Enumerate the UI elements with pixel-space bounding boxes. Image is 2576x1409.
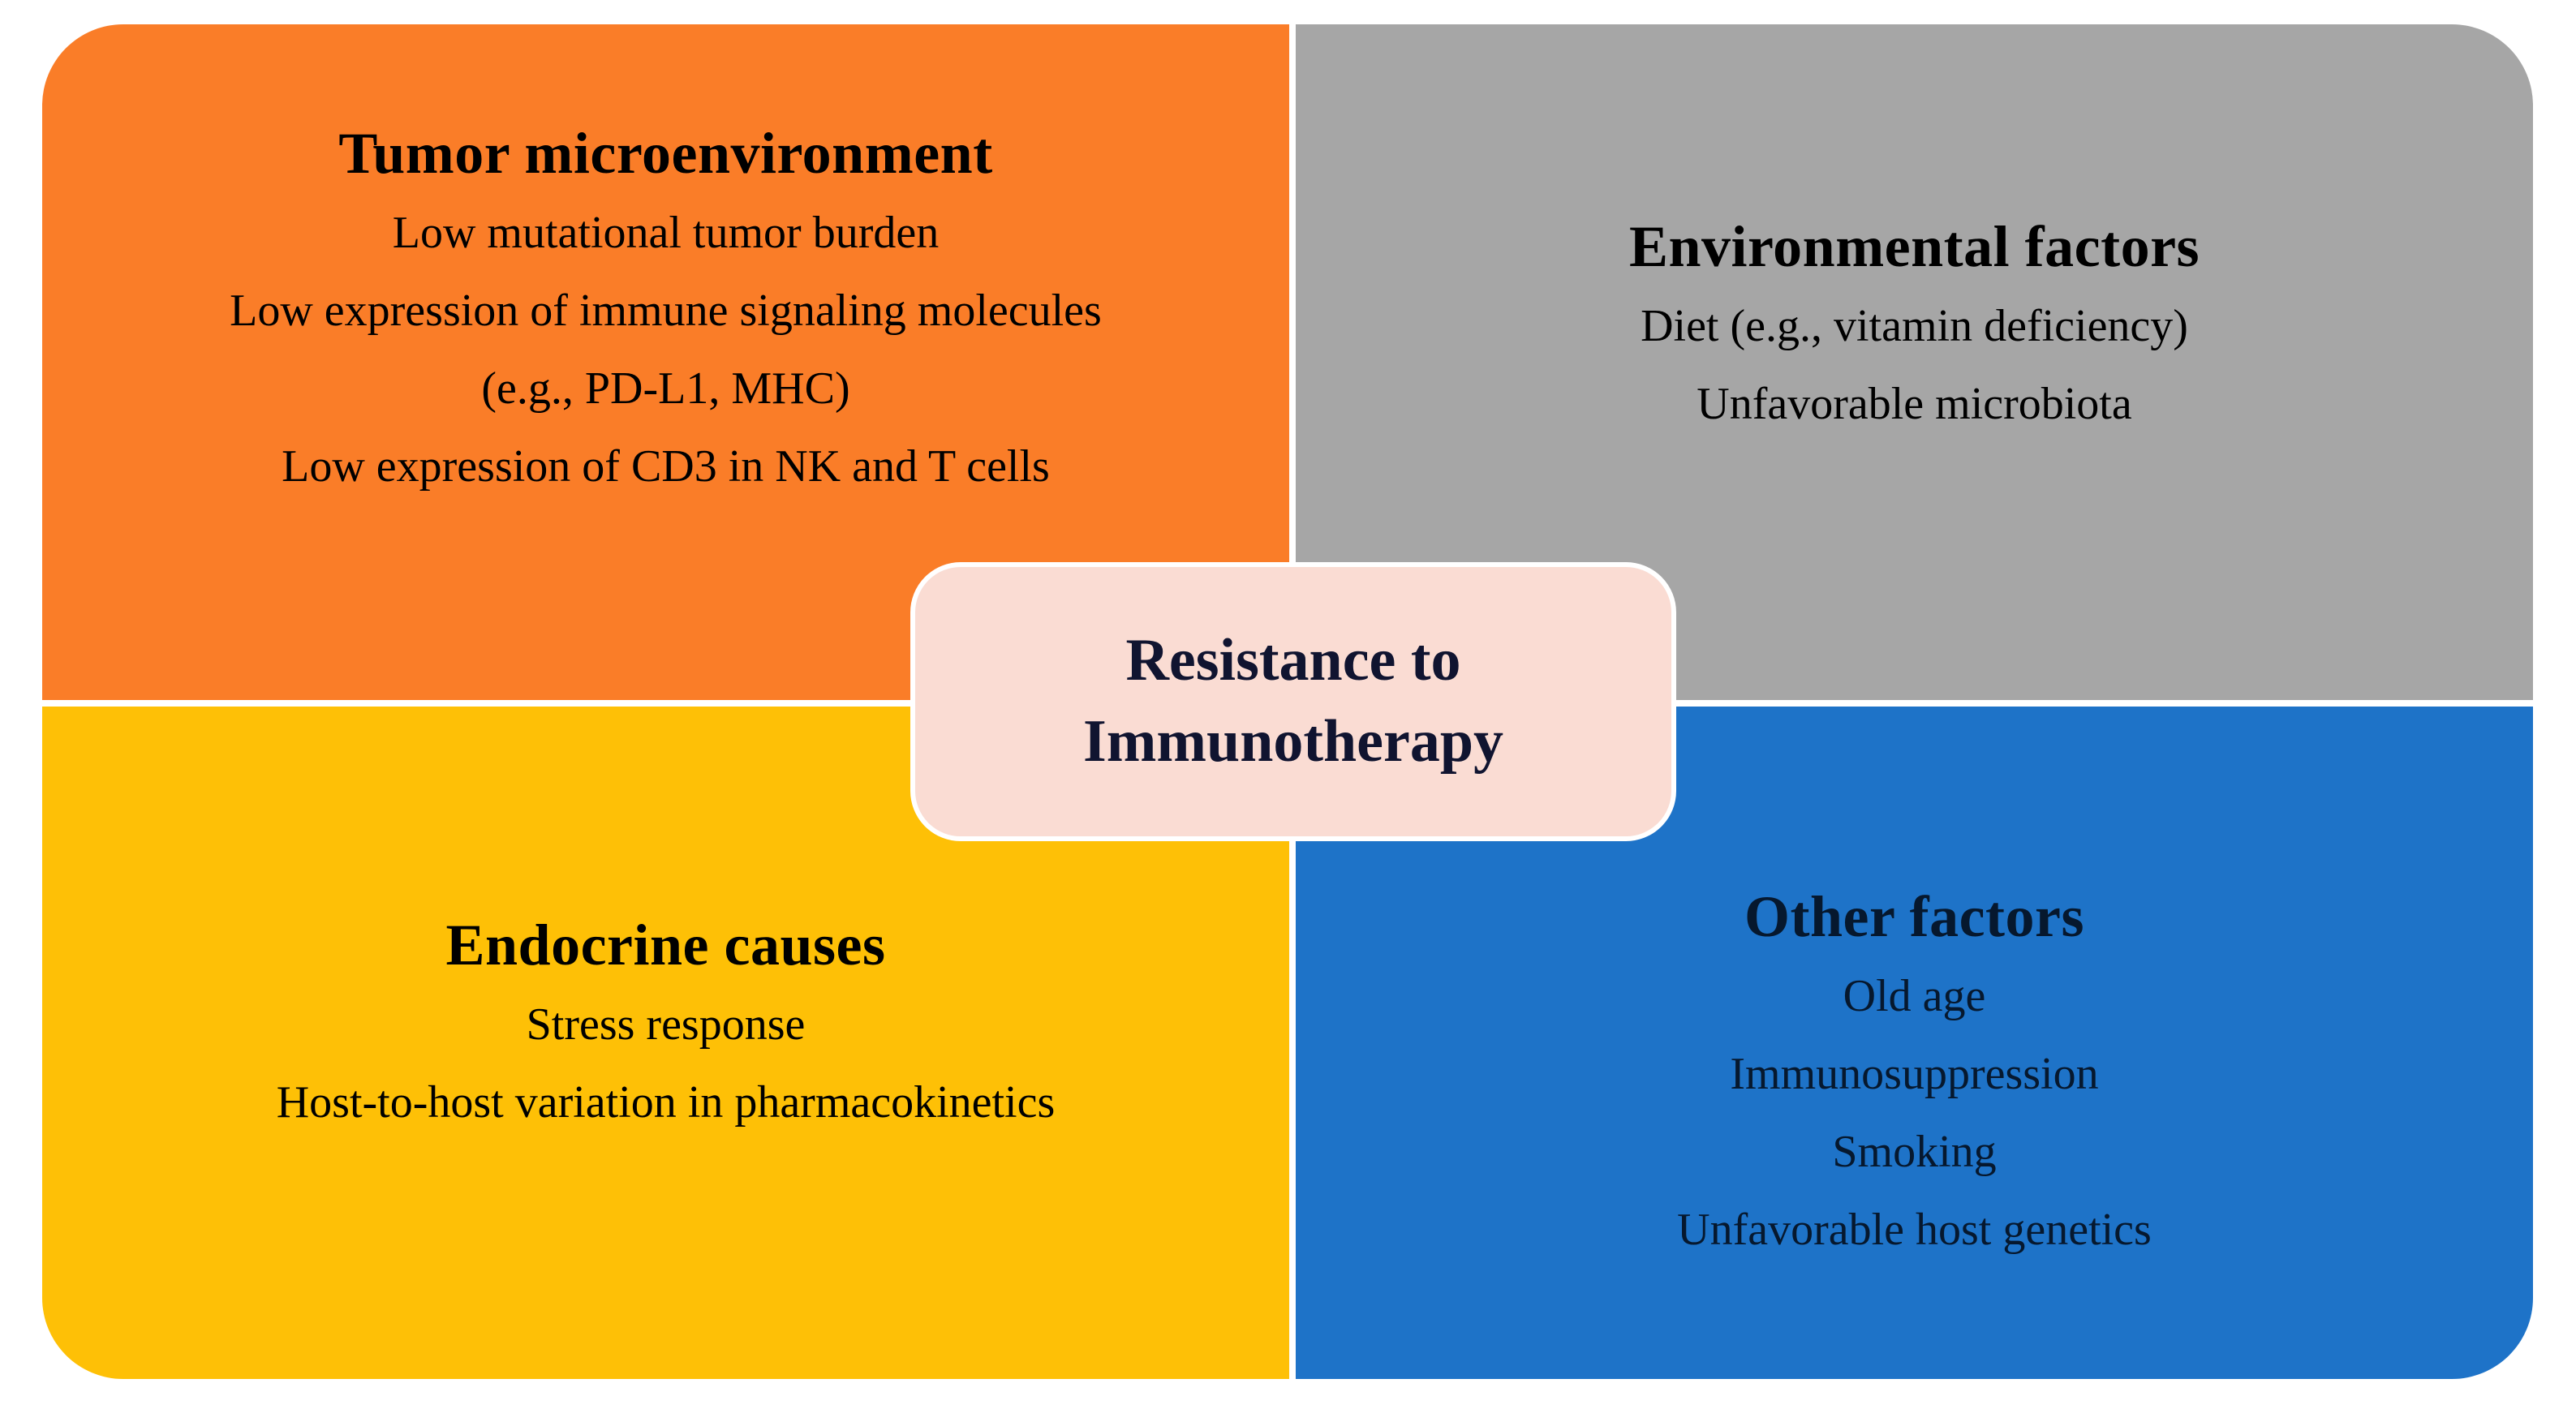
quadrant-item: Low mutational tumor burden xyxy=(392,208,940,259)
quadrant-item: Stress response xyxy=(526,999,806,1050)
resistance-to-immunotherapy-diagram: Tumor microenvironment Low mutational tu… xyxy=(42,24,2533,1379)
quadrant-item: Old age xyxy=(1843,971,1986,1022)
quadrant-title-endocrine-causes: Endocrine causes xyxy=(445,913,886,977)
quadrant-tumor-microenvironment: Tumor microenvironment Low mutational tu… xyxy=(42,24,1289,700)
quadrant-item: (e.g., PD-L1, MHC) xyxy=(481,363,850,415)
quadrant-item: Host-to-host variation in pharmacokineti… xyxy=(276,1077,1056,1128)
quadrant-item: Unfavorable host genetics xyxy=(1677,1205,2152,1256)
quadrant-item: Low expression of immune signaling molec… xyxy=(230,286,1102,337)
quadrant-item: Immunosuppression xyxy=(1730,1049,2099,1100)
quadrant-item: Unfavorable microbiota xyxy=(1697,379,2132,430)
quadrant-title-other-factors: Other factors xyxy=(1744,884,2085,949)
center-label-box: Resistance to Immunotherapy xyxy=(910,562,1676,841)
quadrant-title-tumor-microenvironment: Tumor microenvironment xyxy=(338,121,993,186)
quadrant-title-environmental-factors: Environmental factors xyxy=(1628,214,2200,279)
quadrant-item: Low expression of CD3 in NK and T cells xyxy=(282,441,1050,492)
center-label-line-2: Immunotherapy xyxy=(1082,708,1504,775)
quadrant-item: Diet (e.g., vitamin deficiency) xyxy=(1641,301,2188,352)
quadrant-item: Smoking xyxy=(1832,1127,1997,1178)
center-label-line-1: Resistance to xyxy=(1125,627,1461,694)
